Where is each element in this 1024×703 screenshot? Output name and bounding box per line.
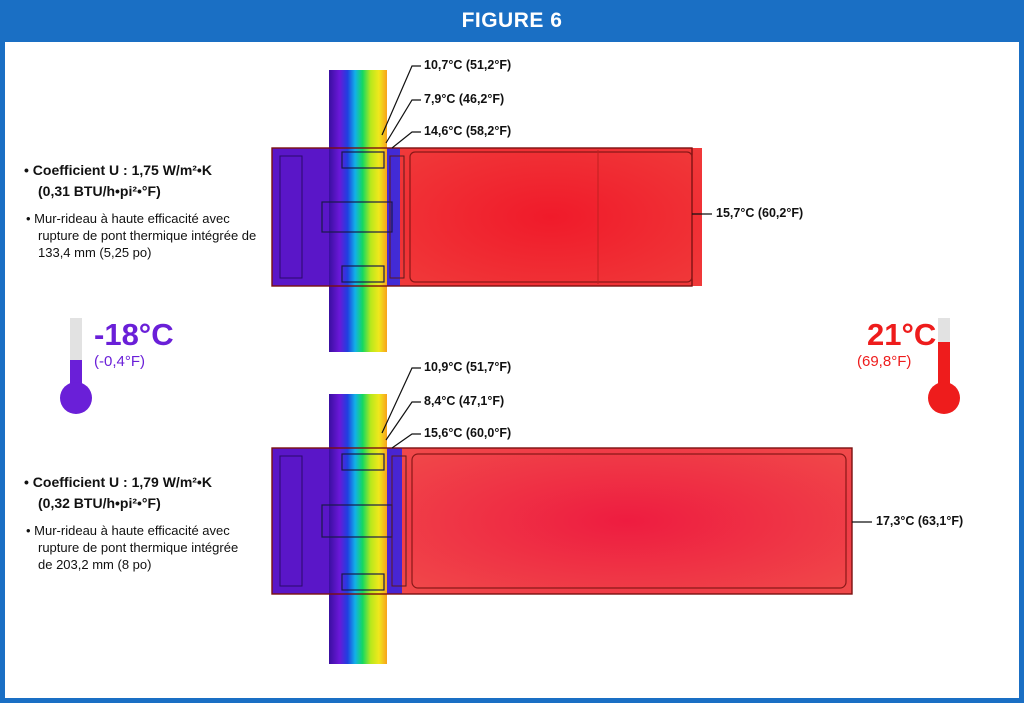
bottom-glass-unit [329,394,387,664]
top-temp-label: 14,6°C (58,2°F) [424,124,512,138]
bottom-u-value: • Coefficient U : 1,79 W/m²•K [24,474,212,490]
bottom-temp-label: 15,6°C (60,0°F) [424,426,512,440]
bottom-notes: • Coefficient U : 1,79 W/m²•K (0,32 BTU/… [24,472,246,573]
bottom-temp-label: 17,3°C (63,1°F) [876,514,964,528]
top-temp-label: 7,9°C (46,2°F) [424,92,505,106]
warm-temp-celsius: 21°C [867,317,937,352]
warm-temp-fahrenheit: (69,8°F) [857,353,912,370]
top-thermal-section [271,70,702,352]
bottom-temp-label: 10,9°C (51,7°F) [424,360,512,374]
top-glass-unit [329,70,387,352]
top-leader-lines [381,65,712,215]
figure-title: FIGURE 6 [0,0,1024,42]
bottom-leader-lines [381,367,872,523]
bottom-cold-cap [272,448,330,594]
bottom-warm-frame [402,448,852,594]
top-u-value: • Coefficient U : 1,75 W/m²•K [24,162,212,178]
top-temp-label: 10,7°C (51,2°F) [424,58,512,72]
bottom-temp-label: 8,4°C (47,1°F) [424,394,505,408]
top-warm-frame [400,148,702,286]
top-cold-cap [272,148,330,286]
cold-thermometer-icon [60,318,92,414]
cold-temp-celsius: -18°C [94,317,174,352]
top-description: • Mur-rideau à haute efficacité avec rup… [26,211,257,260]
top-u-value-imperial: (0,31 BTU/h•pi²•°F) [38,183,161,199]
bottom-thermal-section [271,394,853,664]
warm-thermometer-icon [928,318,960,414]
bottom-u-value-imperial: (0,32 BTU/h•pi²•°F) [38,495,161,511]
top-temp-label: 15,7°C (60,2°F) [716,206,804,220]
bottom-description: • Mur-rideau à haute efficacité avec rup… [26,523,239,572]
cold-temp-fahrenheit: (-0,4°F) [94,353,145,370]
top-notes: • Coefficient U : 1,75 W/m²•K (0,31 BTU/… [24,160,274,261]
